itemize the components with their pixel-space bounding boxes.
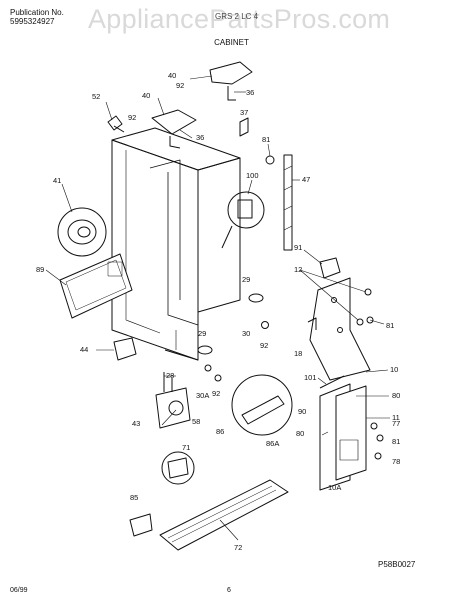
publication-label: Publication No. xyxy=(10,8,64,17)
detail-100-clip xyxy=(221,191,265,249)
top-hinge-upper xyxy=(209,61,253,101)
callout-80a: 80 xyxy=(392,391,400,400)
hinge-plate-10 xyxy=(309,277,371,381)
callout-18: 18 xyxy=(294,349,302,358)
callout-92b: 92 xyxy=(128,113,136,122)
callout-41: 41 xyxy=(53,176,61,185)
callout-40b: 40 xyxy=(142,91,150,100)
callout-81b: 81 xyxy=(386,321,394,330)
callout-90: 90 xyxy=(298,407,306,416)
callout-80b: 80 xyxy=(296,429,304,438)
callout-47: 47 xyxy=(302,175,310,184)
callout-30a: 30 xyxy=(242,329,250,338)
callout-85: 85 xyxy=(130,493,138,502)
kick-plate-72 xyxy=(159,479,289,551)
part-85 xyxy=(129,513,153,537)
callout-10A: 10A xyxy=(328,483,341,492)
top-hinge-lower xyxy=(151,109,197,149)
detail-41-plug xyxy=(57,207,107,257)
callout-52: 52 xyxy=(92,92,100,101)
callout-11: 11 xyxy=(392,413,400,422)
callout-89: 89 xyxy=(36,265,44,274)
callout-10: 10 xyxy=(390,365,398,374)
callout-72: 72 xyxy=(234,543,242,552)
screw-81-top xyxy=(265,155,275,165)
bracket-44 xyxy=(113,337,137,361)
screw-78 xyxy=(374,452,382,460)
washer-29-lower xyxy=(197,345,213,355)
callout-37: 37 xyxy=(240,108,248,117)
callout-91: 91 xyxy=(294,243,302,252)
callout-71: 71 xyxy=(182,443,190,452)
callout-30b: 30A xyxy=(196,391,209,400)
callout-40a: 40 xyxy=(168,71,176,80)
part-18 xyxy=(307,317,317,330)
callout-36b: 36 xyxy=(196,133,204,142)
panel-89 xyxy=(59,253,133,319)
roller-assembly-43 xyxy=(155,378,191,429)
strip-101 xyxy=(319,375,345,389)
screw-81-c xyxy=(356,318,364,326)
part-91 xyxy=(319,257,341,279)
screw-92-right xyxy=(261,321,269,329)
callout-81a: 81 xyxy=(262,135,270,144)
publication-number: 5995324927 xyxy=(10,17,55,26)
callout-58: 58 xyxy=(192,417,200,426)
callout-12: 12 xyxy=(294,265,302,274)
model-code: GRS 2 LC 4 xyxy=(215,12,259,21)
callout-29a: 29 xyxy=(242,275,250,284)
screw-81-d xyxy=(376,434,384,442)
cabinet-shell xyxy=(111,127,241,361)
callout-43: 43 xyxy=(132,419,140,428)
screw-92-lower xyxy=(214,374,222,382)
callout-81c: 81 xyxy=(392,437,400,446)
watermark: AppliancePartsPros.com xyxy=(88,4,391,34)
screw-77 xyxy=(370,422,378,430)
screw-30 xyxy=(204,364,212,372)
detail-71-bracket xyxy=(161,451,195,485)
callout-86: 86 xyxy=(216,427,224,436)
screw-52 xyxy=(107,115,125,133)
section-title: CABINET xyxy=(214,38,249,47)
callout-28: 28 xyxy=(166,371,174,380)
screw-81-a xyxy=(364,288,372,296)
callout-101: 101 xyxy=(304,373,317,382)
bracket-37 xyxy=(239,117,249,137)
callout-100: 100 xyxy=(246,171,259,180)
callout-92a: 92 xyxy=(176,81,184,90)
panel-assembly-80 xyxy=(319,383,367,491)
strip-47 xyxy=(283,154,293,251)
footer-date: 06/99 xyxy=(10,587,28,594)
detail-86-hinge xyxy=(231,374,293,436)
callout-36a: 36 xyxy=(246,88,254,97)
reference-code: P58B0027 xyxy=(378,560,416,569)
callout-86A: 86A xyxy=(266,439,279,448)
callout-77: 77 xyxy=(392,419,400,428)
leader-lines xyxy=(45,75,390,541)
callout-92c: 92 xyxy=(260,341,268,350)
callout-92d: 92 xyxy=(212,389,220,398)
callout-44: 44 xyxy=(80,345,88,354)
washer-29-right xyxy=(248,293,264,303)
screw-81-b xyxy=(366,316,374,324)
footer-page-number: 6 xyxy=(227,587,231,594)
callout-78: 78 xyxy=(392,457,400,466)
callout-29b: 29 xyxy=(198,329,206,338)
